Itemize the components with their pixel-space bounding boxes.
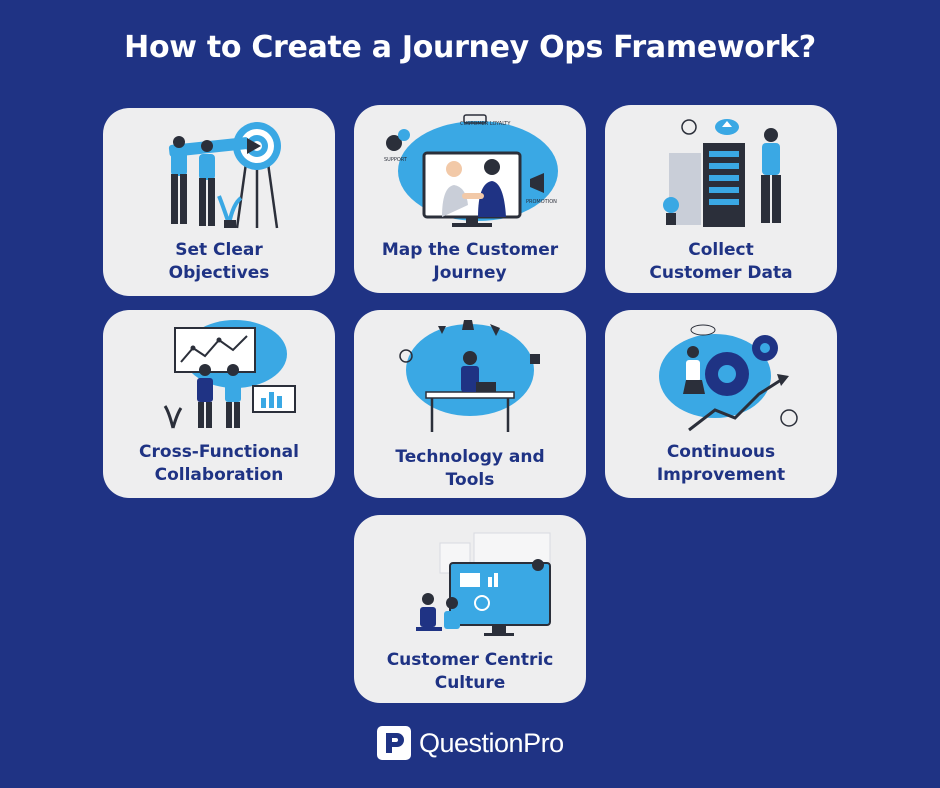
promotion-text: PROMOTION [526,199,557,205]
chart-board-icon [174,327,296,413]
gear-icon [386,129,410,151]
step-card-map-the-customer-journey: CUSTOMER LOYALTY SUPPORT PROMOTION Map t… [354,105,586,293]
presentation-meeting-illustration [416,532,551,636]
step-card-technology-and-tools: Technology and Tools [354,310,586,498]
step-card-customer-centric-culture: Customer Centric Culture [354,515,586,703]
handshake-small-icon [463,114,487,124]
step-label: Collect Customer Data [649,240,793,283]
gear-icon [705,335,778,396]
brand-name: QuestionPro [419,727,564,758]
clock-icon [780,409,798,427]
person-icon [761,128,781,223]
person-icon [197,364,241,428]
plant-icon [663,197,679,225]
team-chart-board-illustration [163,320,296,429]
brand-logo-questionpro: QuestionPro [377,724,564,762]
growth-arrow-icon [688,374,789,432]
step-card-cross-functional-collaboration: Cross-Functional Collaboration [103,310,335,498]
step-label: Continuous Improvement [656,442,786,485]
person-icon [683,346,705,394]
server-rack-illustration [663,119,781,227]
support-text: SUPPORT [384,157,408,163]
step-label: Set Clear Objectives [168,240,270,283]
tech-logos-icon [399,320,540,364]
page-title: How to Create a Journey Ops Framework? [124,30,816,65]
questionpro-logo-icon [377,726,411,760]
step-card-collect-customer-data: Collect Customer Data [605,105,837,293]
person-icon [171,136,215,226]
presentation-screen-icon [449,562,551,636]
step-label: Customer Centric Culture [386,650,554,693]
server-icon [669,143,745,227]
megaphone-icon [530,173,544,193]
clock-icon [681,119,697,135]
target-arrow-illustration [168,122,281,229]
handshake-screen-illustration: CUSTOMER LOYALTY SUPPORT PROMOTION [384,114,558,227]
handshake-icon [442,159,506,217]
plant-icon [163,405,183,429]
gears-growth-illustration [659,324,798,432]
person-icon [461,351,479,392]
customer-loyalty-text: CUSTOMER LOYALTY [460,121,511,127]
step-label: Map the Customer Journey [381,240,559,283]
cloud-icon [690,324,716,336]
step-card-continuous-improvement: Continuous Improvement [605,310,837,498]
laptop-icon [476,382,496,392]
audience-icon [416,593,460,631]
step-card-set-clear-objectives: Set Clear Objectives [103,108,335,296]
plant-icon [217,195,243,228]
step-label: Cross-Functional Collaboration [139,442,299,485]
presenter-icon [531,559,545,597]
cloud-upload-icon [715,119,739,135]
developer-desk-illustration [399,320,540,432]
desk-icon [425,391,515,432]
step-label: Technology and Tools [395,447,545,490]
